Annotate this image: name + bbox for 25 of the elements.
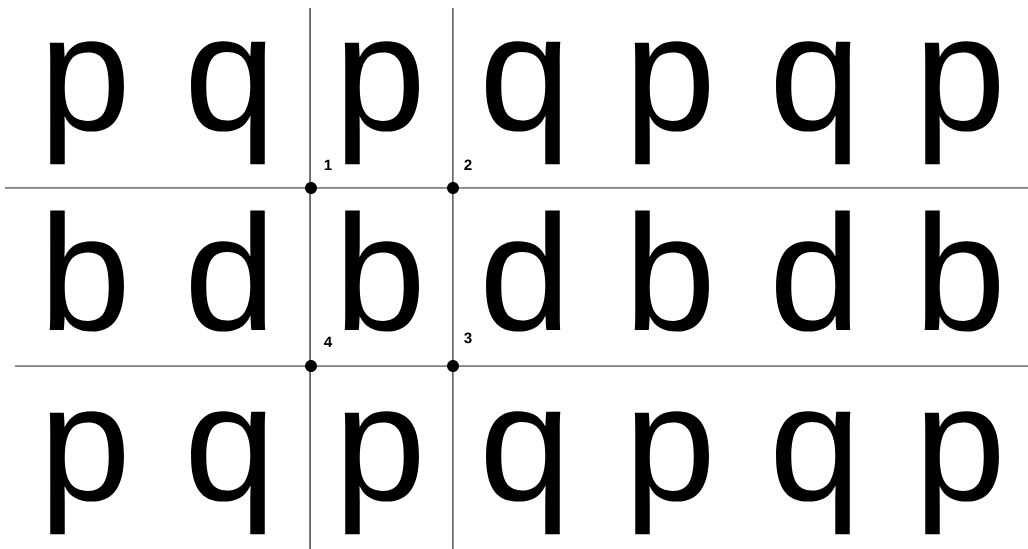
letter: d xyxy=(776,210,851,332)
letter: q xyxy=(486,411,561,535)
letter: p xyxy=(344,411,419,535)
point-number: 3 xyxy=(464,332,472,344)
letter: p xyxy=(49,411,124,535)
letter: b xyxy=(634,210,709,332)
letter: p xyxy=(49,41,124,165)
letter: d xyxy=(486,210,561,332)
letter: q xyxy=(191,41,266,165)
letter: p xyxy=(924,411,999,535)
letter: b xyxy=(344,210,419,332)
letter: b xyxy=(924,210,999,332)
letter: q xyxy=(776,411,851,535)
letter: p xyxy=(634,41,709,165)
letter: b xyxy=(49,210,124,332)
letter: q xyxy=(486,41,561,165)
letter: q xyxy=(191,411,266,535)
letter: p xyxy=(924,41,999,165)
point-number: 4 xyxy=(324,336,333,347)
letter: d xyxy=(191,210,266,332)
point-number: 2 xyxy=(464,159,472,170)
letter: q xyxy=(776,41,851,165)
letter: p xyxy=(344,41,419,165)
point-number: 1 xyxy=(324,159,332,170)
letter: p xyxy=(634,411,709,535)
